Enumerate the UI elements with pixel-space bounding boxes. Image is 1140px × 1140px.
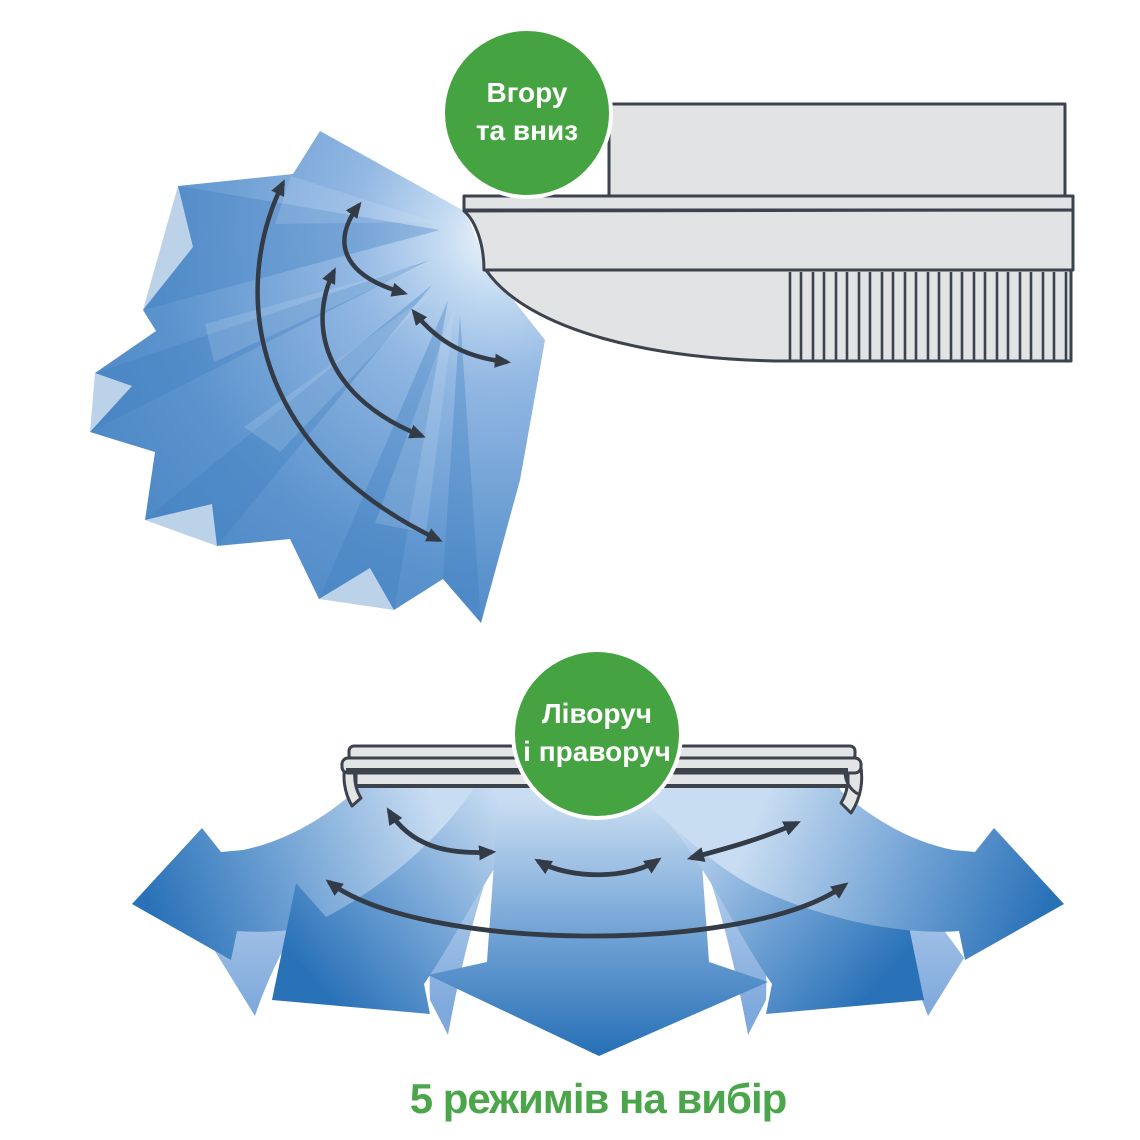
- svg-text:Вгору: Вгору: [487, 77, 568, 108]
- svg-text:та вниз: та вниз: [476, 115, 578, 146]
- svg-text:Ліворуч: Ліворуч: [542, 698, 652, 729]
- svg-text:і праворуч: і праворуч: [523, 736, 671, 767]
- svg-text:5 режимів на вибір: 5 режимів на вибір: [410, 1075, 787, 1122]
